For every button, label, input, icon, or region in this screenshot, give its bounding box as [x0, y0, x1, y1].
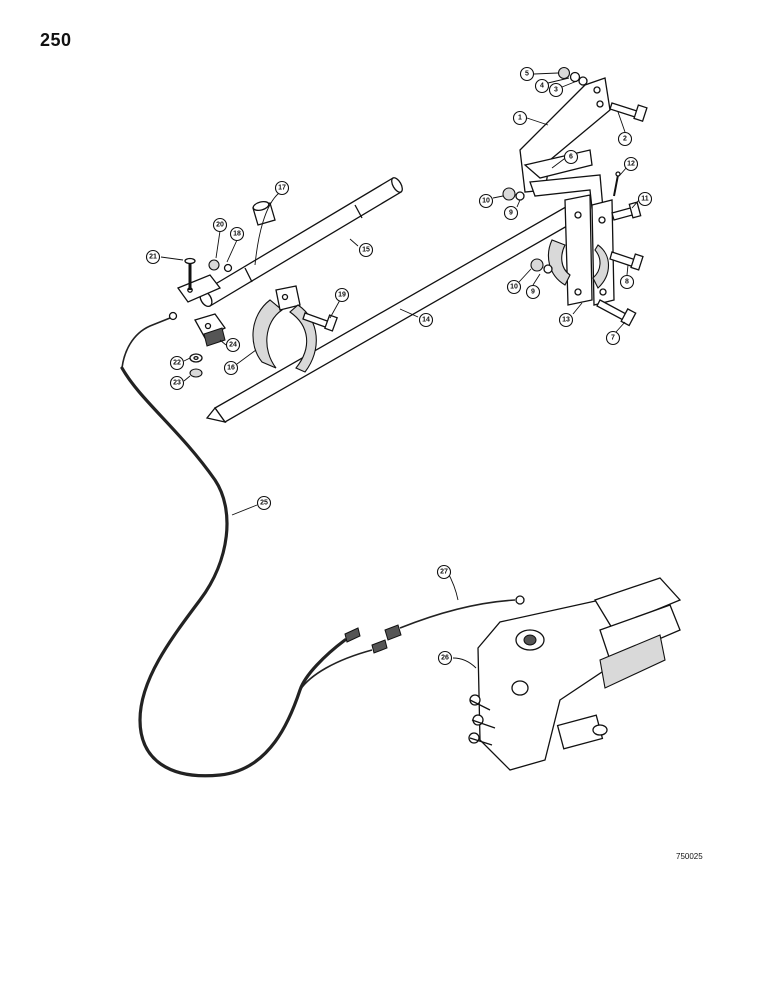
clamp-bolt-upper	[611, 201, 642, 221]
page-number: 250	[40, 30, 72, 50]
svg-text:10: 10	[510, 284, 518, 291]
switch-washer-lower	[189, 368, 203, 378]
callout-7: 7	[605, 330, 621, 346]
svg-text:5: 5	[525, 71, 529, 78]
rod-clamp-assembly	[548, 194, 615, 306]
svg-text:7: 7	[611, 335, 615, 342]
callout-19: 19	[334, 287, 350, 303]
callout-18: 18	[229, 226, 245, 242]
upper-nut	[502, 187, 525, 201]
callout-9-upper: 9	[503, 205, 519, 221]
svg-text:26: 26	[441, 655, 449, 662]
svg-text:18: 18	[233, 231, 241, 238]
tube-bolt	[184, 257, 196, 290]
svg-text:23: 23	[173, 380, 181, 387]
callout-15: 15	[358, 242, 374, 258]
callout-25: 25	[256, 495, 272, 511]
callout-9-lower: 9	[525, 284, 541, 300]
callout-14: 14	[418, 312, 434, 328]
svg-text:2: 2	[623, 136, 627, 143]
callout-10-upper: 10	[478, 193, 494, 209]
callout-4: 4	[534, 78, 550, 94]
switch-body	[194, 313, 226, 347]
callout-2: 2	[617, 131, 633, 147]
switch-washer-upper	[189, 353, 203, 363]
ground-lead	[399, 595, 525, 629]
svg-text:3: 3	[554, 87, 558, 94]
svg-text:20: 20	[216, 222, 224, 229]
svg-text:9: 9	[531, 289, 535, 296]
callout-26: 26	[437, 650, 453, 666]
callout-10-lower: 10	[506, 279, 522, 295]
clamp-bolt-mid	[609, 251, 644, 271]
clamp-pin	[613, 171, 621, 197]
callout-21: 21	[145, 249, 161, 265]
tube-nut	[208, 259, 233, 273]
svg-text:1: 1	[518, 115, 522, 122]
callout-13: 13	[558, 312, 574, 328]
callout-5: 5	[519, 66, 535, 82]
callout-24: 24	[225, 337, 241, 353]
clamp-bolt-lower	[596, 299, 637, 327]
svg-text:13: 13	[562, 317, 570, 324]
bracket-bolt	[609, 102, 648, 123]
tube-spacer	[252, 200, 276, 226]
callout-11: 11	[637, 191, 653, 207]
figure-code: 750025	[676, 852, 703, 861]
svg-text:14: 14	[422, 317, 430, 324]
callout-1: 1	[512, 110, 528, 126]
wire-harness	[120, 311, 402, 778]
svg-text:10: 10	[482, 198, 490, 205]
rod-support-tube	[199, 177, 403, 308]
leader-lines	[160, 72, 640, 669]
callout-6: 6	[563, 149, 579, 165]
callout-17: 17	[274, 180, 290, 196]
callout-27: 27	[436, 564, 452, 580]
svg-text:9: 9	[509, 210, 513, 217]
support-strap	[252, 285, 317, 373]
svg-text:16: 16	[227, 365, 235, 372]
lower-nut	[530, 258, 553, 274]
callout-12: 12	[623, 156, 639, 172]
svg-text:21: 21	[149, 254, 157, 261]
control-valve	[468, 577, 682, 771]
svg-text:24: 24	[229, 342, 237, 349]
svg-text:15: 15	[362, 247, 370, 254]
svg-text:4: 4	[540, 83, 544, 90]
callout-8: 8	[619, 274, 635, 290]
callout-16: 16	[223, 360, 239, 376]
callout-20: 20	[212, 217, 228, 233]
callout-3: 3	[548, 82, 564, 98]
callout-22: 22	[169, 355, 185, 371]
svg-text:11: 11	[641, 196, 649, 203]
strap-bolt	[302, 312, 338, 332]
svg-text:27: 27	[440, 569, 448, 576]
svg-text:12: 12	[627, 161, 635, 168]
svg-text:22: 22	[173, 360, 181, 367]
svg-text:25: 25	[260, 500, 268, 507]
svg-text:8: 8	[625, 279, 629, 286]
svg-text:19: 19	[338, 292, 346, 299]
svg-text:17: 17	[278, 185, 286, 192]
callout-23: 23	[169, 375, 185, 391]
svg-text:6: 6	[569, 154, 573, 161]
